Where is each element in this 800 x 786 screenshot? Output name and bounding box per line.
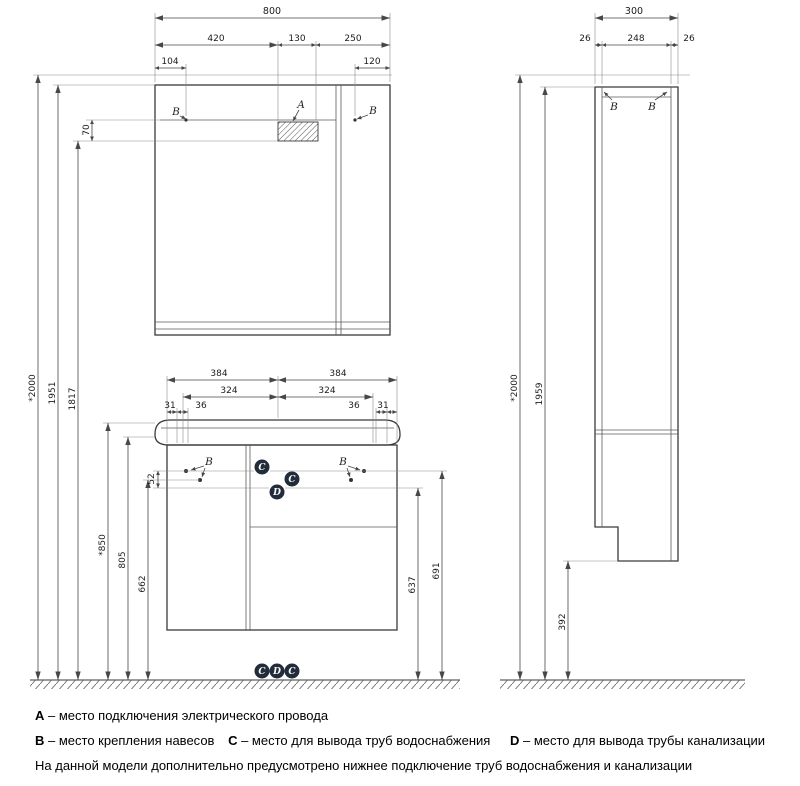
dim-1951: 1951 [48,382,58,405]
label-b-vanity-left: В [204,456,213,468]
mount-point-left [184,118,188,122]
label-b-side-right: В [647,101,656,113]
vanity-cabinet [166,444,398,631]
mirror-cabinet-front [154,84,391,336]
electrical-zone-hatch [277,121,319,142]
legend-line-a: A – место подключения электрического про… [35,708,800,724]
ground-side [500,679,745,689]
label-a: A [296,99,305,111]
label-b-mirror-left: В [171,106,180,118]
dim-384-right: 384 [329,369,346,379]
svg-text:D: D [272,667,281,677]
dim-2000-front: *2000 [28,374,38,402]
svg-text:C: C [258,667,266,677]
dim-26-right: 26 [683,34,695,44]
dim-384-left: 384 [210,369,227,379]
legend: A – место подключения электрического про… [0,700,800,774]
dim-850: *850 [98,534,108,556]
vanity-height-dimensions: *850 805 662 52 637 691 [98,422,447,680]
marker-d-drain [269,484,285,500]
dim-805: 805 [118,551,128,568]
ground-front [30,679,460,689]
marker-c-floor-left [254,663,270,679]
svg-text:C: C [258,463,266,473]
svg-text:C: C [288,475,296,485]
vanity-front [154,419,401,631]
marker-c-floor-right [284,663,300,679]
marker-c-water-right [284,471,300,487]
technical-drawing: A В В 800 420 130 250 104 12 [28,6,745,689]
dim-31-right: 31 [377,401,388,411]
dim-26-left: 26 [579,34,591,44]
dim-324-right: 324 [318,386,335,396]
marker-c-water-left [254,459,270,475]
legend-text-c: – место для вывода труб водоснабжения [241,733,491,748]
dim-248: 248 [627,34,644,44]
column-cabinet-side [594,86,679,562]
legend-text-d: – место для вывода трубы канализации [522,733,766,748]
dim-2000-side: *2000 [510,374,520,402]
dim-691: 691 [432,562,442,579]
dim-70: 70 [82,124,92,136]
dim-637: 637 [408,576,418,593]
floor-connection-markers: C D C [254,663,300,679]
dim-36-right: 36 [348,401,360,411]
label-b-vanity-right: В [338,456,347,468]
side-top-dimensions: 300 26 248 26 [579,6,695,84]
dim-662: 662 [138,575,148,592]
dim-31-left: 31 [164,401,175,411]
vanity-callouts: В В C C D [190,456,361,500]
dim-104: 104 [161,57,178,67]
front-height-dimensions: *2000 1951 1817 70 [28,74,392,680]
marker-d-floor [269,663,285,679]
side-view: В В 300 26 248 26 *2000 195 [500,6,745,689]
mirror-top-dimensions: 800 420 130 250 104 120 [154,6,391,120]
dim-52: 52 [147,473,157,484]
dim-250: 250 [344,34,361,44]
legend-line-bcd: B – место крепления навесов C – место дл… [35,733,800,749]
dim-1959: 1959 [535,382,545,405]
vanity-mount-dot [349,478,353,482]
dim-36-left: 36 [195,401,207,411]
legend-key-c: C [228,733,238,748]
dim-1817: 1817 [68,388,78,411]
dim-392: 392 [558,613,568,630]
dim-324-left: 324 [220,386,237,396]
dim-300: 300 [625,6,643,17]
dim-420: 420 [207,34,224,44]
legend-text-a: – место подключения электрического прово… [48,708,329,723]
legend-note: На данной модели дополнительно предусмот… [35,758,693,773]
dim-800: 800 [263,6,281,17]
legend-key-d: D [509,733,520,748]
front-view: A В В 800 420 130 250 104 12 [28,6,460,689]
mirror-callouts: A В В [171,99,377,122]
svg-text:D: D [272,488,281,498]
dim-130: 130 [288,34,305,44]
side-height-dimensions: *2000 1959 392 [510,74,690,680]
legend-key-b: B [35,733,45,748]
label-b-side-left: В [609,101,618,113]
side-callouts: В В [603,91,668,113]
washbasin-counter [154,419,401,446]
legend-key-a: A [35,708,45,723]
svg-text:C: C [288,667,296,677]
mount-point-right [353,118,357,122]
vanity-top-dimensions: 384 384 324 324 31 36 36 31 [164,369,398,443]
dim-120: 120 [363,57,380,67]
label-b-mirror-right: В [368,105,377,117]
legend-text-b: – место крепления навесов [48,733,215,748]
